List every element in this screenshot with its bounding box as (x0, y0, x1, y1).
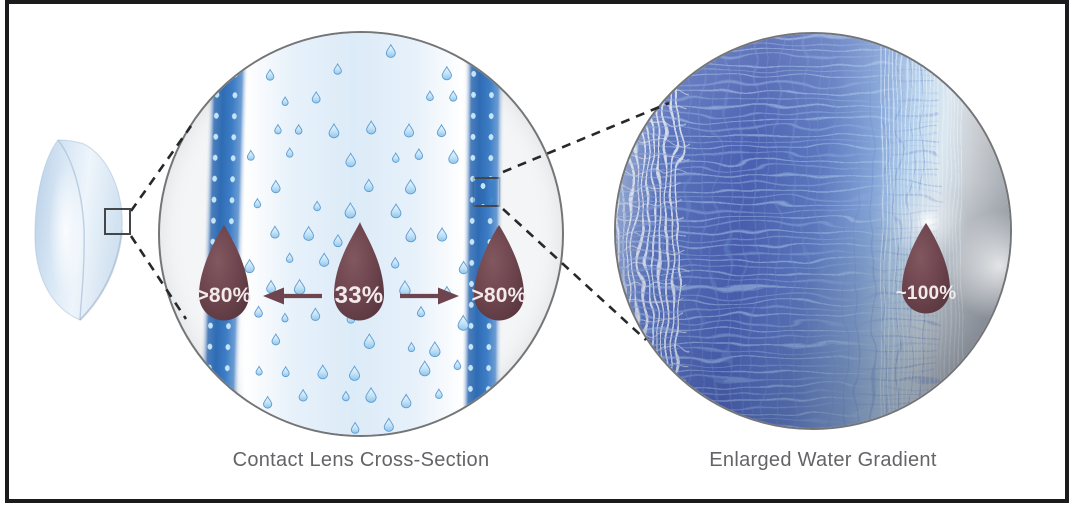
small-water-drop-icon-field (244, 43, 469, 434)
water-drop-shape (334, 222, 384, 321)
arrow-left-icon (263, 287, 322, 305)
water-drop-icon-surface: ~100% (894, 220, 958, 326)
zoom-region-square-lens (104, 208, 131, 235)
water-drop-icon-outer-left: >80% (192, 222, 256, 334)
water-drop-shape (199, 225, 249, 321)
water-content-label-outer-left: >80% (196, 284, 252, 307)
caption-cross-section: Contact Lens Cross-Section (232, 449, 490, 471)
water-drop-shape (902, 223, 950, 314)
arrow-right-icon (400, 287, 459, 305)
contact-lens-icon (34, 139, 124, 321)
water-drop-shape (474, 225, 524, 321)
contact-lens-illustration (22, 128, 132, 328)
water-content-label-core: 33% (334, 282, 384, 309)
water-content-label-surface: ~100% (895, 283, 957, 304)
gradient-shading-layer (616, 34, 1010, 428)
water-drop-icon-outer-right: >80% (467, 222, 531, 334)
cross-section-circle: >80% 33% >80% (158, 31, 564, 437)
water-content-label-outer-right: >80% (471, 284, 527, 307)
scatter-droplet-layer (244, 43, 469, 434)
zoom-region-square-band (472, 177, 501, 207)
caption-water-gradient: Enlarged Water Gradient (709, 449, 937, 471)
water-drop-icon-core: 33% (327, 219, 391, 335)
figure-border-frame (5, 0, 1069, 503)
water-gradient-circle: ~100% (614, 32, 1012, 430)
